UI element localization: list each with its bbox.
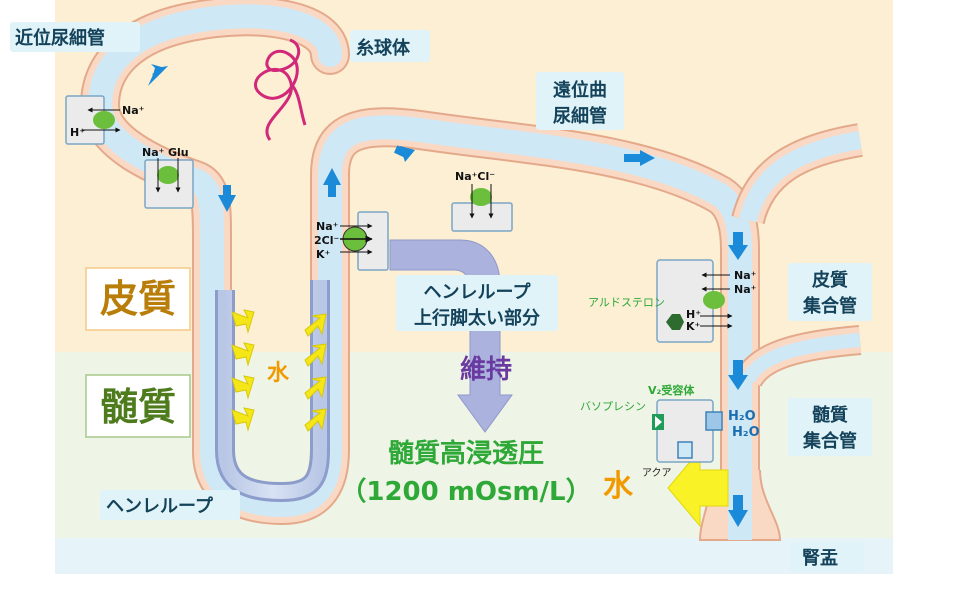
glomerulus-label: 糸球体 [356, 37, 411, 59]
aldosterone-label: アルドステロン [588, 296, 665, 309]
water-label-cd: 水 [603, 469, 634, 504]
ion-prox2-glu: Glu [168, 146, 189, 159]
ion-cd-k: K⁺ [686, 320, 701, 333]
water-big-arrow [667, 448, 729, 528]
cortex-label: 皮質 [100, 276, 176, 321]
proximal-tubule [79, 0, 350, 525]
medulla-label-box [85, 374, 191, 438]
transporter-proximal-1 [65, 95, 121, 145]
ion-cd-h: H⁺ [686, 308, 701, 321]
cortical-cd-label-box [788, 263, 872, 321]
henle-thick-label-2: 上行脚太い部分 [414, 307, 540, 329]
henle-thick-label-1: ヘンレループ [424, 281, 532, 303]
cortex-label-box [85, 267, 191, 331]
proximal-label: 近位尿細管 [15, 27, 105, 49]
transporter-tal [340, 211, 389, 271]
transporter-cortical-cd [656, 259, 733, 343]
henle-loop-label: ヘンレループ [106, 495, 214, 517]
transporter-proximal-2 [144, 158, 194, 209]
cortical-cd-label-1: 皮質 [812, 269, 848, 291]
ion-cd-na-2: Na⁺ [734, 283, 757, 296]
ion-prox1-h: H⁺ [70, 126, 85, 139]
vasopressin-label: バソプレシン [580, 400, 646, 413]
ion-h2o-2: H₂O [732, 425, 760, 440]
aquaporin-label: アクア [642, 467, 672, 479]
transporter-distal [451, 184, 513, 232]
proximal-label-box [10, 22, 140, 52]
ion-tal-k: K⁺ [316, 248, 331, 261]
ion-prox1-na: Na⁺ [122, 104, 145, 117]
cortical-cd-label-2: 集合管 [802, 295, 857, 317]
water-arrows [231, 309, 327, 432]
ion-tal-cl: 2Cl⁻ [314, 234, 339, 247]
flow-arrows [148, 64, 748, 527]
henle-thick-label-box [396, 275, 558, 331]
glomerulus-label-box [350, 30, 430, 62]
ion-prox2-na: Na⁺ [142, 146, 165, 159]
distal-label-1: 遠位曲 [553, 79, 607, 101]
water-label-loop: 水 [267, 361, 290, 386]
pelvis-region [55, 538, 893, 574]
ion-h2o-1: H₂O [728, 409, 756, 424]
medullary-cd-label-2: 集合管 [802, 430, 857, 452]
pelvis-label-box [790, 542, 864, 572]
ion-cd-na-1: Na⁺ [734, 269, 757, 282]
ion-distal-nacl: Na⁺Cl⁻ [455, 170, 495, 183]
distal-label-2: 尿細管 [553, 105, 607, 127]
ion-tal-na: Na⁺ [316, 220, 339, 233]
osmo-value: （1200 mOsm/L） [340, 477, 591, 507]
medullary-cd-label-1: 髄質 [812, 404, 848, 426]
v2-label: V₂受容体 [648, 383, 695, 397]
pelvis-label: 腎盂 [802, 548, 838, 569]
medulla-label: 髄質 [100, 384, 176, 429]
distal-label-box [536, 72, 624, 130]
maintain-label: 維持 [460, 354, 512, 385]
glomerulus-capillary [254, 38, 301, 141]
osmo-label: 髄質高浸透圧 [388, 438, 544, 469]
transporter-medullary-cd [652, 399, 723, 463]
henle-loop-label-box [100, 490, 240, 520]
medullary-cd-label-box [788, 398, 872, 456]
